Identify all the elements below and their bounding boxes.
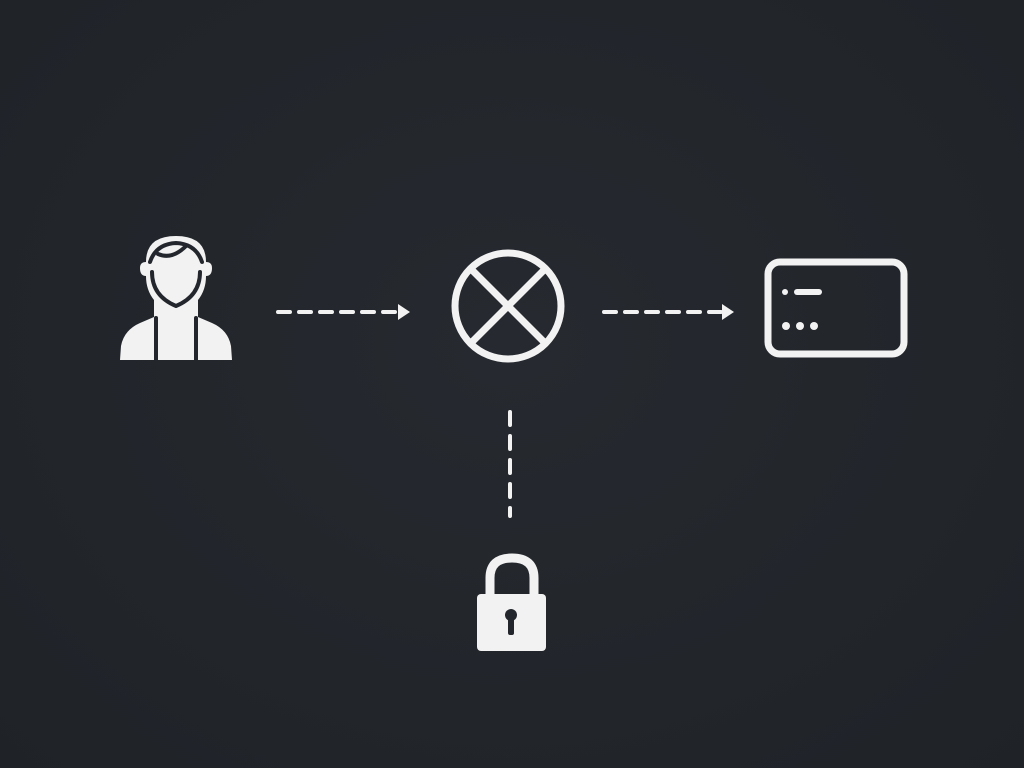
user-icon-detail <box>148 241 204 362</box>
user-icon <box>120 236 232 360</box>
arrowhead <box>398 304 410 320</box>
x-circle-icon <box>451 249 565 363</box>
arrow-user-to-blocked <box>276 304 410 320</box>
card-window-icon <box>764 258 908 358</box>
arrowhead <box>722 304 734 320</box>
arrow-blocked-to-destination <box>602 304 734 320</box>
lock-icon <box>477 553 546 651</box>
